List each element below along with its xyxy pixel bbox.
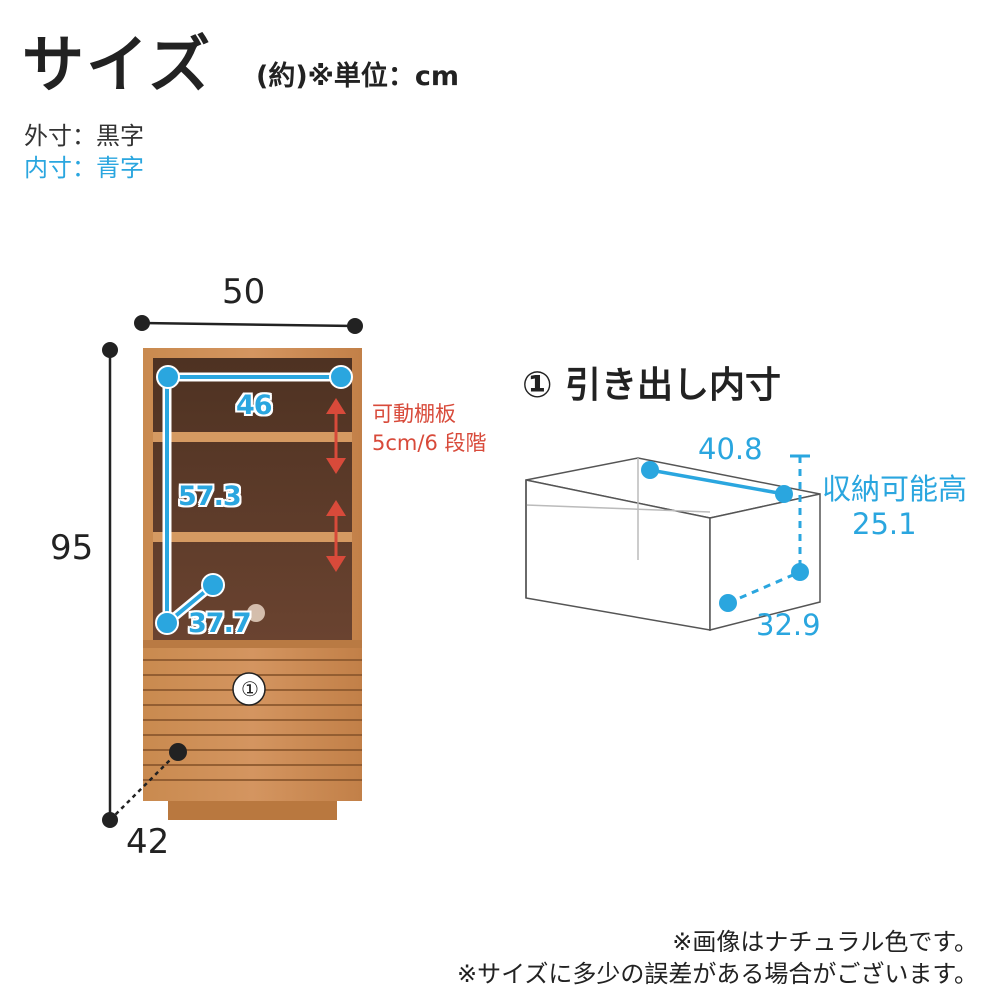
shelf-note-line2: 5cm/6 段階 [372,431,487,455]
inner-dimension-lines [155,365,353,635]
drawer-inner-dimension-lines [641,454,810,612]
drawer-marker-circle [232,672,266,706]
open-area-bottom [143,640,362,648]
outer-depth-label: 42 [126,822,170,862]
drawer-height-label: 25.1 [852,507,917,541]
drawer-width-label: 40.8 [698,432,763,466]
outer-height-label: 95 [50,528,94,568]
inner-depth-label: 37.7 [188,608,252,639]
legend-outer-dimensions: 外寸：黒字 [24,122,144,150]
inner-height-label: 57.3 [178,481,242,512]
drawer-depth-label: 32.9 [756,608,821,642]
inner-width-label: 46 [236,390,273,421]
shelf-upper [153,432,352,442]
footer-note-tolerance: ※サイズに多少の誤差がある場合がございます。 [457,960,978,988]
cabinet-interior [153,358,352,640]
outer-width-label: 50 [222,272,266,312]
outer-dimension-lines [102,315,363,828]
shelf-note-line1: 可動棚板 [372,402,456,426]
page-title: サイズ [22,28,213,101]
shelf-adjust-arrows [326,398,346,572]
cabinet-plinth [168,801,337,820]
drawer-inner-title: ① 引き出し内寸 [522,365,782,406]
cabinet-illustration [143,348,362,820]
unit-note: (約)※単位：cm [256,61,460,92]
footer-note-color: ※画像はナチュラル色です。 [672,928,978,956]
legend-inner-dimensions: 内寸：青字 [24,154,144,182]
wiring-hole [247,604,265,622]
shelf-lower [153,532,352,542]
drawer-marker: ① [241,677,259,701]
drawer-height-caption: 収納可能高 [822,472,968,506]
drawer-box-illustration [525,457,821,631]
